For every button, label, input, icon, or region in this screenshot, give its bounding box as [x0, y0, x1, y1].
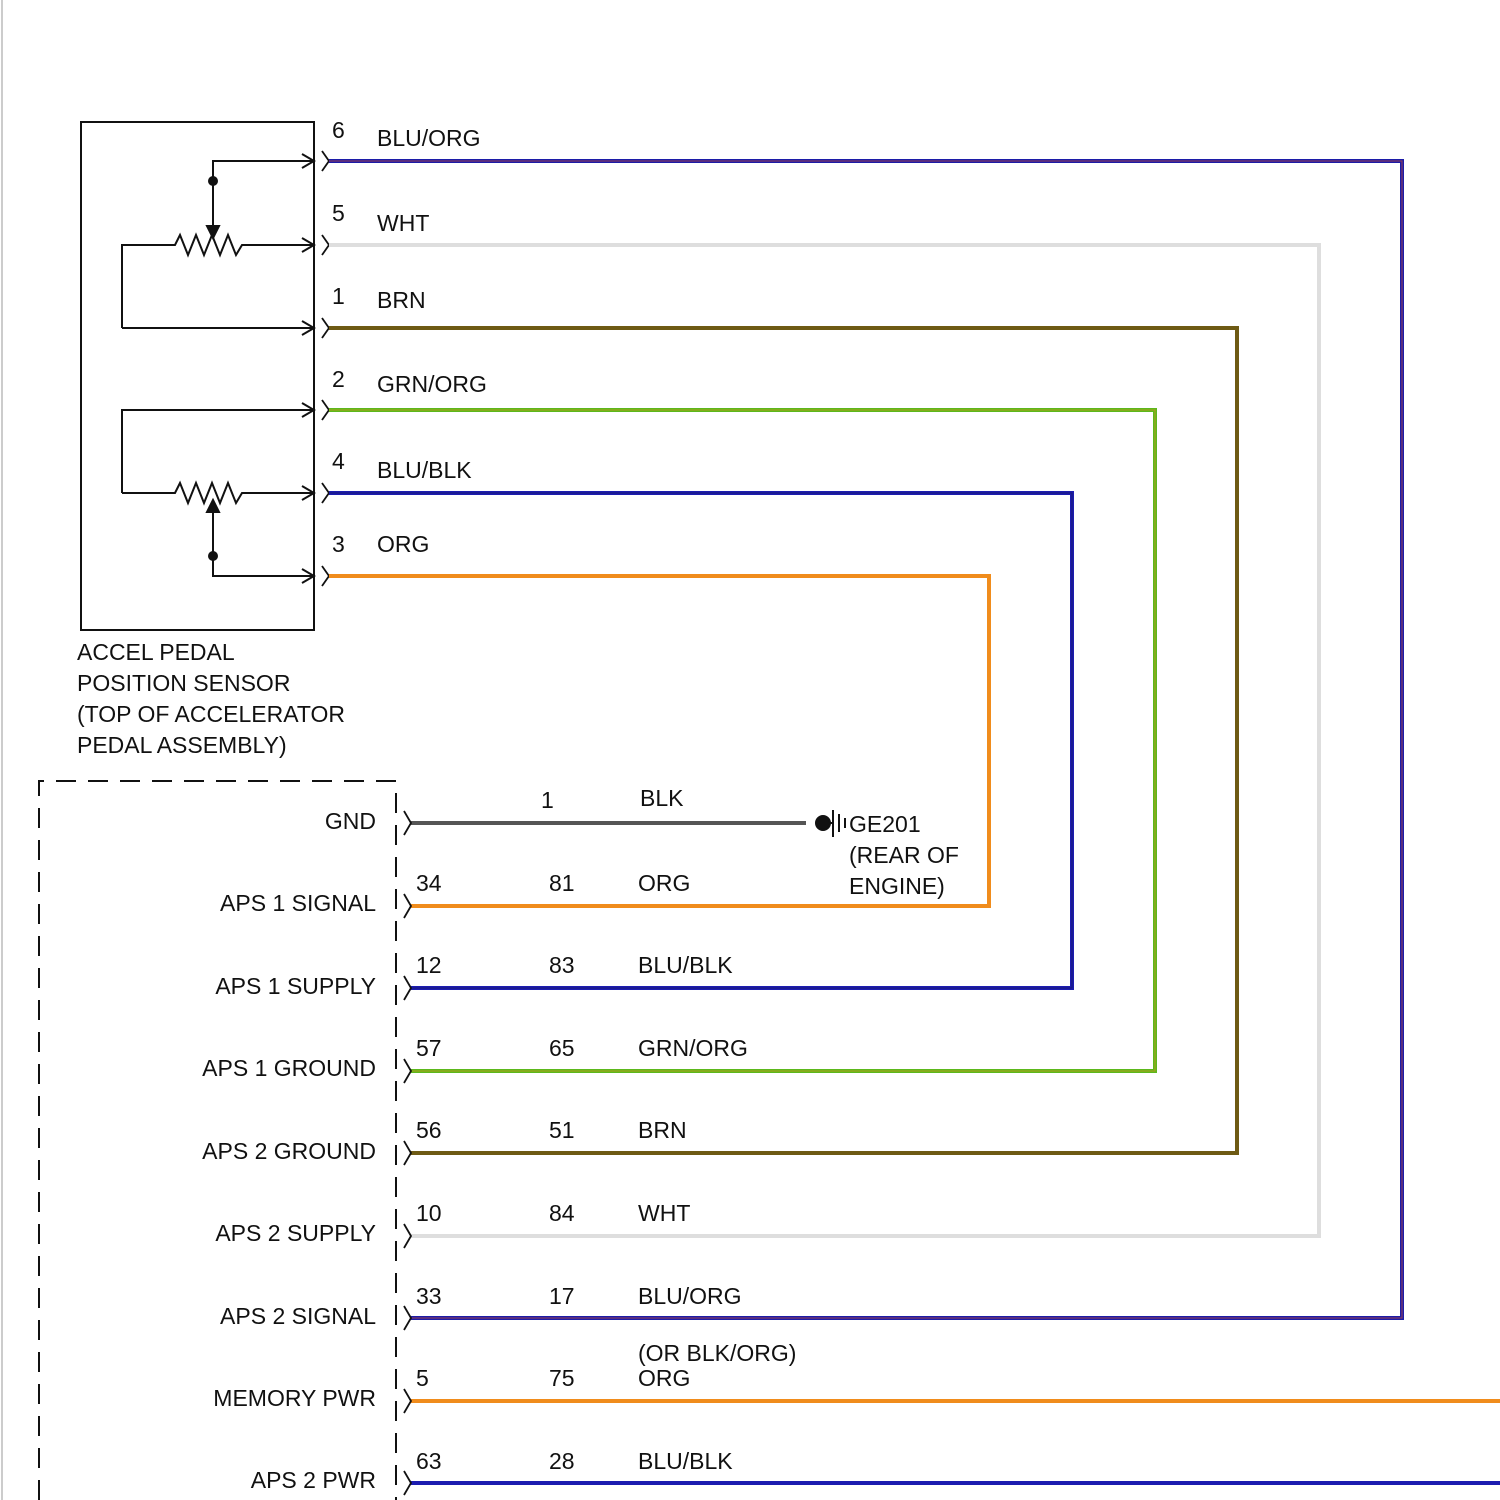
- wire-brn: [329, 328, 1237, 1153]
- sensor-wire-code-2: GRN/ORG: [377, 371, 487, 397]
- circuit-pin-aps2-signal: 33: [416, 1283, 442, 1309]
- circuit-name-aps1-signal: APS 1 SIGNAL: [220, 890, 376, 916]
- circuit-splice-aps2-supply: 84: [549, 1200, 575, 1226]
- circuit-code-aps1-supply: BLU/BLK: [638, 952, 733, 978]
- wire-grn-org: [329, 410, 1155, 1071]
- sensor-pin-5: 5: [332, 200, 345, 226]
- circuit-pin-aps2-supply: 10: [416, 1200, 442, 1226]
- sensor-pin-6: 6: [332, 117, 345, 143]
- wire-blu-org: [329, 161, 1402, 1318]
- ground-label-line-1: GE201: [849, 811, 921, 837]
- circuit-pin-aps1-ground: 57: [416, 1035, 442, 1061]
- circuit-splice-aps2-signal: 17: [549, 1283, 575, 1309]
- circuit-pin-aps2-pwr: 63: [416, 1448, 442, 1474]
- sensor-label-line-4: PEDAL ASSEMBLY): [77, 732, 287, 758]
- circuit-name-aps2-signal: APS 2 SIGNAL: [220, 1303, 376, 1329]
- circuit-code-aps2-pwr: BLU/BLK: [638, 1448, 733, 1474]
- ground-symbol: [816, 810, 845, 837]
- circuit-pin-aps1-supply: 12: [416, 952, 442, 978]
- circuit-code-memory-pwr: ORG: [638, 1365, 690, 1391]
- circuit-splice-gnd: 1: [541, 787, 554, 813]
- circuit-splice-aps1-signal: 81: [549, 870, 575, 896]
- sensor-wire-code-1: BRN: [377, 287, 426, 313]
- circuit-code-aps1-signal: ORG: [638, 870, 690, 896]
- sensor-label-line-3: (TOP OF ACCELERATOR: [77, 701, 345, 727]
- sensor-box: [81, 122, 314, 630]
- sensor-label-line-1: ACCEL PEDAL: [77, 639, 235, 665]
- circuit-splice-memory-pwr: 75: [549, 1365, 575, 1391]
- circuit-splice-aps2-ground: 51: [549, 1117, 575, 1143]
- circuit-splice-aps1-ground: 65: [549, 1035, 575, 1061]
- circuit-name-aps1-supply: APS 1 SUPPLY: [215, 973, 376, 999]
- circuit-name-memory-pwr: MEMORY PWR: [213, 1385, 376, 1411]
- potentiometer-upper: [122, 154, 314, 335]
- circuit-code-aps2-ground: BRN: [638, 1117, 687, 1143]
- sensor-wire-code-6: BLU/ORG: [377, 125, 481, 151]
- circuit-name-aps1-ground: APS 1 GROUND: [202, 1055, 376, 1081]
- circuit-name-aps2-pwr: APS 2 PWR: [251, 1467, 376, 1493]
- sensor-pin-3: 3: [332, 531, 345, 557]
- sensor-wire-code-5: WHT: [377, 210, 429, 236]
- sensor-pin-1: 1: [332, 283, 345, 309]
- circuit-name-aps2-supply: APS 2 SUPPLY: [215, 1220, 376, 1246]
- sensor-pin-2: 2: [332, 366, 345, 392]
- circuit-splice-aps1-supply: 83: [549, 952, 575, 978]
- sensor-wire-code-3: ORG: [377, 531, 429, 557]
- sensor-pin-4: 4: [332, 448, 345, 474]
- circuit-code-aps2-supply: WHT: [638, 1200, 690, 1226]
- circuit-splice-aps2-pwr: 28: [549, 1448, 575, 1474]
- ground-label-line-2: (REAR OF: [849, 842, 959, 868]
- circuit-pin-aps1-signal: 34: [416, 870, 442, 896]
- wire-blu-blk: [329, 493, 1072, 988]
- circuit-code-gnd: BLK: [640, 785, 684, 811]
- circuit-name-gnd: GND: [325, 808, 376, 834]
- potentiometer-lower: [122, 403, 314, 583]
- module-connector: [404, 811, 411, 1495]
- circuit-alt-code-memory-pwr: (OR BLK/ORG): [638, 1340, 796, 1366]
- sensor-wire-code-4: BLU/BLK: [377, 457, 472, 483]
- circuit-name-aps2-ground: APS 2 GROUND: [202, 1138, 376, 1164]
- circuit-code-aps2-signal: BLU/ORG: [638, 1283, 742, 1309]
- circuit-code-aps1-ground: GRN/ORG: [638, 1035, 748, 1061]
- circuit-pin-memory-pwr: 5: [416, 1365, 429, 1391]
- circuit-pin-aps2-ground: 56: [416, 1117, 442, 1143]
- sensor-label-line-2: POSITION SENSOR: [77, 670, 290, 696]
- ground-label-line-3: ENGINE): [849, 873, 945, 899]
- sensor-connector: [322, 151, 329, 586]
